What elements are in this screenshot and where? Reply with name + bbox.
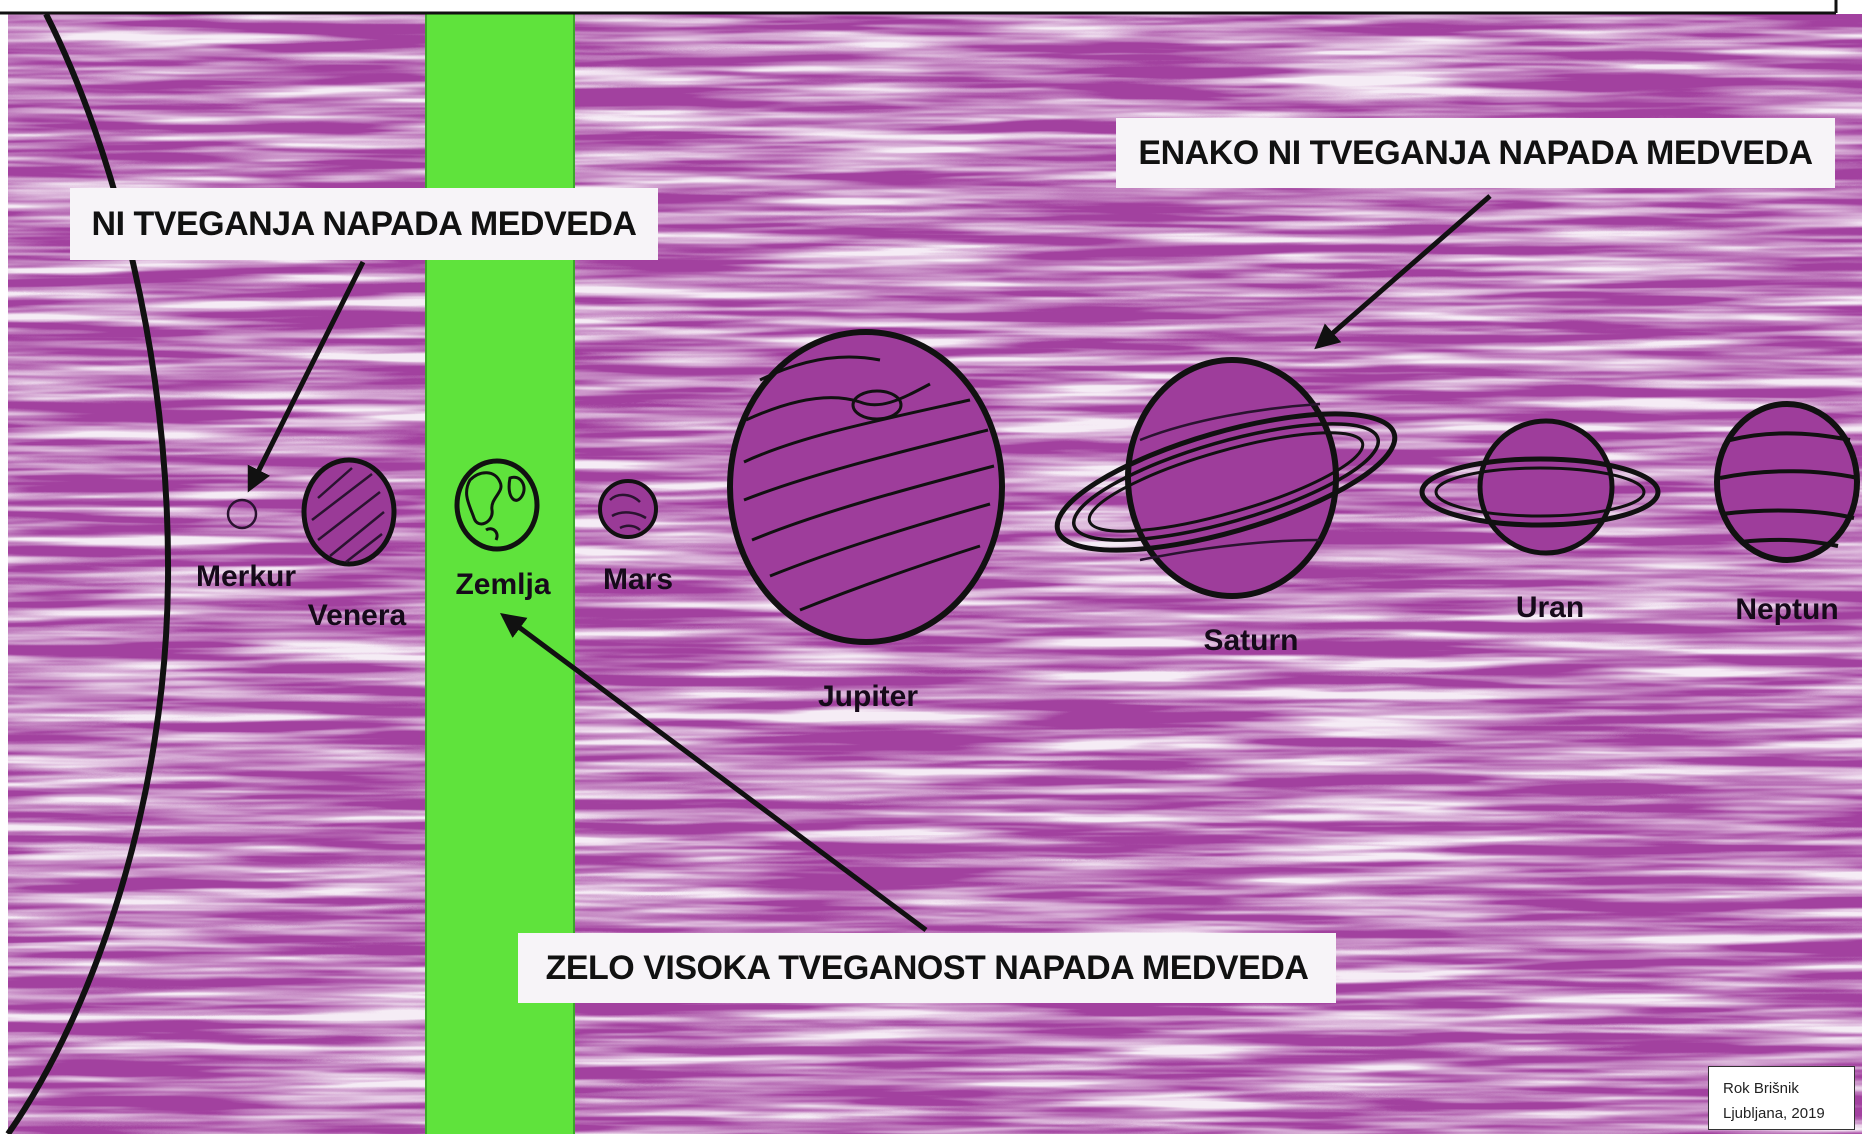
label-saturn: Saturn [1203, 624, 1298, 658]
label-zemlja: Zemlja [455, 568, 550, 602]
label-venera: Venera [308, 599, 406, 633]
mars-planet [600, 481, 656, 537]
callout-no-risk: NI TVEGANJA NAPADA MEDVEDA [70, 188, 658, 260]
zemlja-planet [457, 461, 537, 549]
label-merkur: Merkur [196, 560, 296, 594]
label-mars: Mars [603, 563, 673, 597]
credit-author: Rok Brišnik [1723, 1076, 1854, 1101]
callout-very-high-risk: ZELO VISOKA TVEGANOST NAPADA MEDVEDA [518, 933, 1336, 1003]
neptun-planet [1717, 404, 1858, 560]
jupiter-planet [730, 332, 1002, 642]
venera-planet [304, 460, 394, 564]
credit-place-year: Ljubljana, 2019 [1723, 1101, 1854, 1126]
label-jupiter: Jupiter [818, 680, 918, 714]
label-neptun: Neptun [1735, 593, 1838, 627]
credit-box: Rok Brišnik Ljubljana, 2019 [1708, 1066, 1855, 1130]
callout-equally-no-risk: ENAKO NI TVEGANJA NAPADA MEDVEDA [1116, 118, 1835, 188]
label-uran: Uran [1516, 591, 1584, 625]
